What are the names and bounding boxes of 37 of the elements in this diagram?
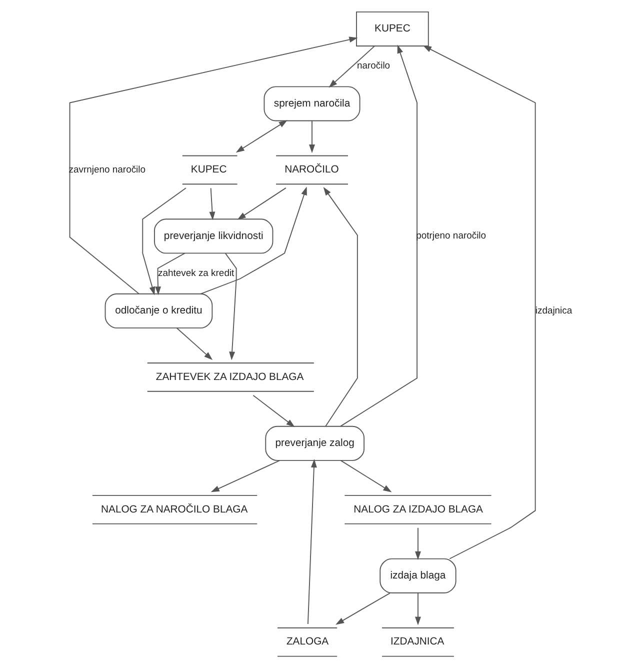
arrow — [328, 46, 376, 88]
arrow — [69, 36, 358, 294]
node-text: NALOG ZA IZDAJO BLAGA — [354, 504, 483, 516]
arrow — [237, 187, 286, 220]
arrow — [422, 45, 536, 560]
node-box: KUPEC — [356, 11, 429, 46]
arrow — [415, 527, 421, 560]
node-box: odločanje o kreditu — [104, 293, 213, 328]
arrow — [155, 252, 186, 296]
arrow — [200, 186, 307, 294]
arrow — [323, 186, 358, 427]
node-text: KUPEC — [190, 164, 227, 176]
node-box: sprejem naročila — [264, 86, 360, 122]
arrow — [236, 120, 288, 153]
node-box: preverjanje likvidnosti — [154, 218, 274, 254]
arrow — [252, 394, 295, 428]
arrow — [340, 460, 392, 492]
arrow — [225, 253, 237, 360]
node-text: ZAHTEVEK ZA IZDAJO BLAGA — [156, 372, 304, 383]
arrow — [309, 120, 315, 154]
node-text: IZDAJNICA — [390, 636, 444, 648]
node-box: preverjanje zalog — [265, 426, 365, 461]
edge-label: naročilo — [356, 60, 390, 72]
arrow — [176, 328, 213, 360]
node-text: NALOG ZA NAROČILO BLAGA — [101, 504, 248, 516]
arrow — [340, 44, 418, 427]
edge-label: izdajnica — [535, 305, 572, 316]
edge-label: zahtevek za kredit — [158, 268, 234, 279]
node-text: ZALOGA — [286, 636, 329, 648]
node-text: NAROČILO — [284, 164, 339, 176]
arrow — [336, 592, 391, 625]
arrow — [415, 592, 421, 626]
arrow — [142, 188, 186, 296]
node-box: izdaja blaga — [380, 558, 456, 594]
arrow — [210, 460, 280, 492]
arrow — [209, 188, 216, 220]
arrow — [307, 459, 317, 624]
